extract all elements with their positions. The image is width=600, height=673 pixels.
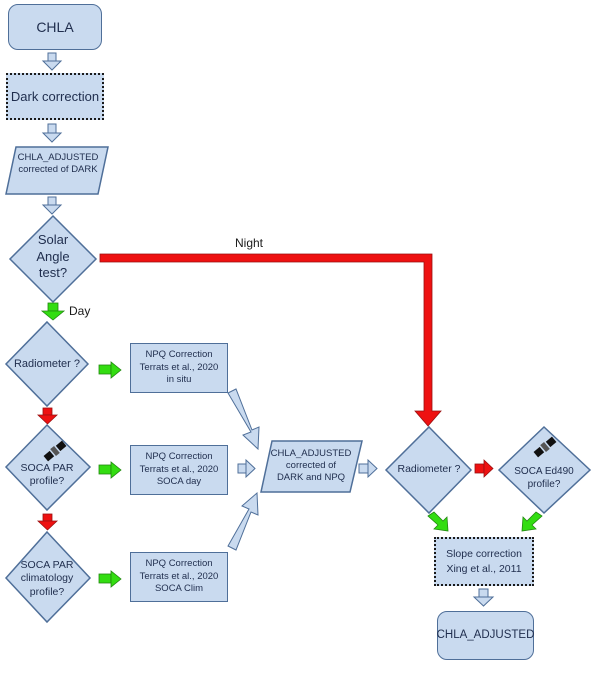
- node-slope-correction-label: Slope correction Xing et al., 2011: [446, 548, 522, 575]
- arrow-night: [99, 253, 442, 427]
- chla-adjusted-dark-npq-parallelogram: [260, 440, 363, 493]
- node-chla-label: CHLA: [36, 18, 74, 35]
- node-npq-insitu: NPQ Correction Terrats et al., 2020 in s…: [130, 343, 228, 393]
- arrow-day: [40, 302, 66, 321]
- node-slope-correction: Slope correction Xing et al., 2011: [434, 537, 534, 586]
- node-dark-correction: Dark correction: [6, 73, 104, 120]
- arrow-radiometer2-yes: [427, 511, 449, 532]
- node-chla-adjusted-dark-npq-label: CHLA_ADJUSTED corrected of DARK and NPQ: [270, 448, 352, 484]
- chla-adjusted-dark-parallelogram: [5, 146, 109, 195]
- arrow-dark-to-adjusted: [41, 123, 63, 143]
- arrow-radiometer2-no: [474, 459, 494, 478]
- node-chla-adjusted-dark-label: CHLA_ADJUSTED corrected of DARK: [17, 152, 99, 176]
- radiometer-1-diamond: [4, 320, 90, 408]
- arrow-soca-par-yes: [98, 461, 122, 479]
- node-npq-socaday-label: NPQ Correction Terrats et al., 2020 SOCA…: [139, 450, 219, 488]
- soca-par-clim-diamond: [4, 530, 92, 624]
- node-soca-par-profile-label: SOCA PAR profile?: [20, 462, 74, 488]
- node-chla-adjusted-final: CHLA_ADJUSTED: [437, 611, 534, 660]
- arrow-radiometer-yes: [98, 361, 122, 379]
- arrow-ed490-to-slope: [521, 511, 543, 532]
- arrow-soca-par-no: [36, 513, 59, 531]
- node-npq-socaclim-label: NPQ Correction Terrats et al., 2020 SOCA…: [139, 557, 219, 595]
- arrow-adjusted-to-solar: [41, 196, 63, 215]
- edge-label-day: Day: [69, 304, 91, 318]
- arrow-npq-socaday-to-merge: [237, 458, 256, 479]
- arrow-npq-insitu-to-merge: [227, 388, 260, 451]
- arrow-merge-to-radiometer: [358, 458, 378, 479]
- arrow-chla-to-dark: [41, 52, 63, 71]
- arrow-npq-socaclim-to-merge: [227, 491, 259, 551]
- node-npq-socaclim: NPQ Correction Terrats et al., 2020 SOCA…: [130, 552, 228, 602]
- solar-angle-diamond: [8, 214, 98, 304]
- satellite-icon: [43, 440, 67, 462]
- node-solar-angle-label: Solar Angle test?: [36, 232, 70, 281]
- satellite-icon: [533, 436, 557, 458]
- soca-par-profile-diamond: [4, 423, 92, 512]
- node-dark-correction-label: Dark correction: [10, 88, 100, 104]
- node-radiometer-2-label: Radiometer ?: [397, 463, 461, 475]
- node-radiometer-1-label: Radiometer ?: [13, 358, 81, 370]
- node-soca-par-clim-label: SOCA PAR climatology profile?: [20, 559, 74, 598]
- arrow-radiometer-no: [36, 407, 59, 425]
- node-npq-insitu-label: NPQ Correction Terrats et al., 2020 in s…: [139, 348, 219, 386]
- arrow-slope-to-final: [472, 588, 495, 607]
- node-chla-adjusted-final-label: CHLA_ADJUSTED: [436, 628, 535, 641]
- node-npq-socaday: NPQ Correction Terrats et al., 2020 SOCA…: [130, 445, 228, 495]
- radiometer-2-diamond: [384, 425, 473, 515]
- soca-ed490-diamond: [497, 425, 592, 515]
- edge-label-night: Night: [235, 236, 264, 250]
- arrow-soca-clim-yes: [98, 570, 122, 588]
- node-chla: CHLA: [8, 4, 102, 50]
- node-soca-ed490-label: SOCA Ed490 profile?: [514, 466, 574, 490]
